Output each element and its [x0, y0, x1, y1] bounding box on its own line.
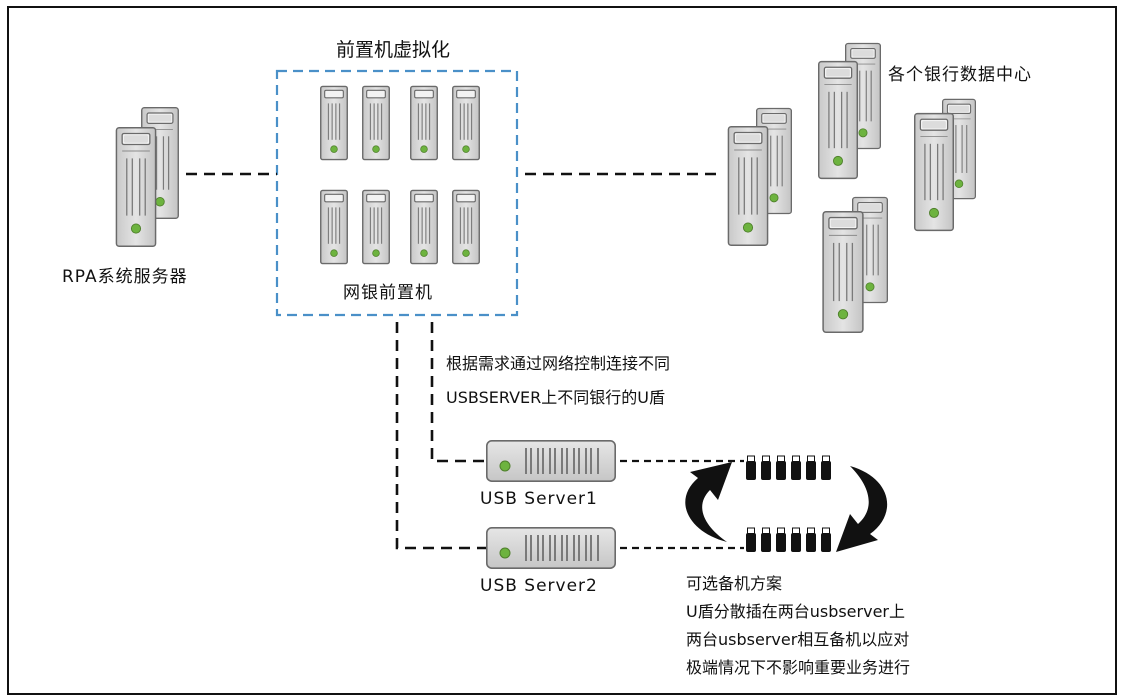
- ukey-icon: [790, 527, 802, 553]
- ukey-icon: [760, 527, 772, 553]
- usb-server-1-icon: [485, 439, 617, 483]
- ukey-icon: [820, 455, 832, 481]
- ukey-icon: [805, 455, 817, 481]
- control-note-line: USBSERVER上不同银行的U盾: [446, 388, 665, 407]
- ukey-icon: [805, 527, 817, 553]
- frontend-to-usb2-link: [395, 322, 486, 550]
- network-links: [186, 172, 718, 550]
- frontend-label: 网银前置机: [343, 283, 433, 303]
- frontend-server-icon: [451, 85, 481, 161]
- usb-server-2-label: USB Server2: [480, 576, 598, 596]
- ukey-row-bottom: [745, 527, 832, 553]
- frontend-server-icon: [409, 189, 439, 265]
- curved-arrow-left-icon: [685, 462, 732, 542]
- ukey-icon: [790, 455, 802, 481]
- bank-datacenter-servers-icon: [727, 42, 977, 334]
- control-note: 根据需求通过网络控制连接不同 USBSERVER上不同银行的U盾: [446, 350, 670, 412]
- banks-label: 各个银行数据中心: [888, 65, 1032, 85]
- ukey-row-top: [745, 455, 832, 481]
- frontend-to-usb1-link: [430, 322, 486, 463]
- ukey-icon: [775, 527, 787, 553]
- frontend-server-grid: [319, 85, 481, 265]
- frontend-server-icon: [319, 85, 349, 161]
- usb-server-1-label: USB Server1: [480, 489, 598, 509]
- frontend-server-icon: [361, 85, 391, 161]
- usb-key-links: [620, 459, 744, 550]
- rpa-server-icon: [115, 106, 179, 248]
- virtualization-title: 前置机虚拟化: [336, 39, 451, 61]
- ukey-icon: [745, 455, 757, 481]
- frontend-server-icon: [409, 85, 439, 161]
- ukey-icon: [760, 455, 772, 481]
- outer-frame: [7, 6, 1117, 695]
- curved-arrow-right-icon: [836, 466, 888, 552]
- frontend-server-icon: [319, 189, 349, 265]
- backup-note-line: 极端情况下不影响重要业务进行: [686, 658, 911, 677]
- frontend-server-icon: [361, 189, 391, 265]
- rpa-server-label: RPA系统服务器: [62, 267, 188, 287]
- usb-server-2-icon: [485, 526, 617, 570]
- backup-note-line: 两台usbserver相互备机以应对: [686, 630, 910, 649]
- ukey-icon: [745, 527, 757, 553]
- backup-note-line: U盾分散插在两台usbserver上: [686, 602, 905, 621]
- ukey-icon: [820, 527, 832, 553]
- control-note-line: 根据需求通过网络控制连接不同: [446, 354, 671, 373]
- frontend-server-icon: [451, 189, 481, 265]
- backup-note: 可选备机方案 U盾分散插在两台usbserver上 两台usbserver相互备…: [686, 570, 910, 682]
- ukey-icon: [775, 455, 787, 481]
- virtualization-boundary: [275, 69, 519, 317]
- backup-note-line: 可选备机方案: [686, 574, 783, 593]
